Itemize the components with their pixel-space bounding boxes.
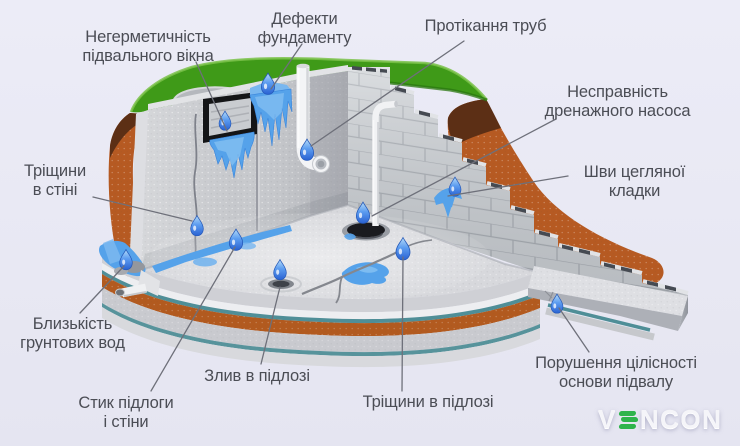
leader-lines (79, 40, 590, 392)
leader-line (92, 196, 193, 222)
label-wall-cracks: Тріщини в стіні (23, 162, 87, 199)
ledge-crack (544, 290, 554, 302)
label-brick-masonry-joints: Шви цегляної кладки (583, 163, 686, 200)
leader-line (260, 286, 281, 365)
label-drainage-pump-failure: Несправність дренажного насоса (544, 83, 691, 120)
floor-crack-puddle (341, 262, 389, 285)
label-groundwater-proximity: Близькість грунтових вод (20, 315, 125, 352)
foundation-layers-cross-section (102, 250, 540, 368)
label-floor-cracks: Тріщини в підлозі (362, 393, 494, 411)
label-foundation-defects: Дефекти фундаменту (257, 10, 352, 47)
wall-floor-joint-stain (152, 225, 292, 273)
leader-line (270, 43, 303, 90)
sump-pit (342, 221, 390, 241)
label-foundation-base-damage: Порушення цілісності основи підвалу (535, 354, 697, 391)
corner-drain-pipe (115, 270, 160, 298)
leader-line (79, 265, 125, 314)
leader-line (150, 246, 236, 392)
logo-letter-v: V (598, 404, 617, 434)
label-floor-wall-joint: Стик підлоги і стіни (78, 394, 174, 431)
leader-line (371, 118, 557, 217)
foundation-footing-ledge (528, 266, 688, 341)
logo-letters-ncon: NCON (639, 404, 723, 434)
leader-line (195, 61, 228, 132)
leader-line (401, 256, 404, 392)
label-basement-window-leak: Негерметичність підвального вікна (82, 28, 214, 65)
water-stains (99, 81, 462, 285)
leader-line (558, 307, 590, 353)
vencon-logo: V NCON (598, 404, 722, 435)
leader-line (447, 175, 569, 197)
label-pipe-leak: Протікання труб (424, 17, 547, 35)
label-floor-drain: Злив в підлозі (204, 367, 310, 385)
drainage-pump-pipe (372, 100, 398, 226)
logo-green-e-icon (618, 410, 639, 429)
leader-line (310, 40, 465, 147)
